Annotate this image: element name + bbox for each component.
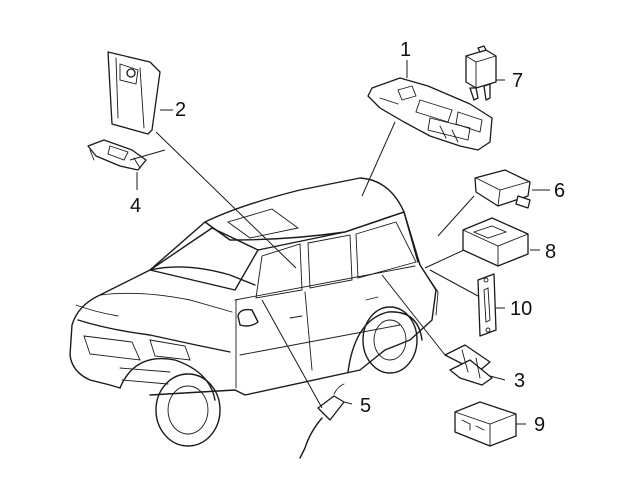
callout-6: 6 (554, 180, 565, 202)
part-5-antenna-cable (299, 383, 345, 459)
callout-10: 10 (510, 298, 532, 320)
part-8-control-unit (462, 217, 529, 267)
callout-3: 3 (514, 370, 525, 392)
callout-7: 7 (512, 70, 523, 92)
callout-labels: 1 2 3 4 5 6 7 8 9 10 (130, 39, 565, 436)
callout-4: 4 (130, 195, 141, 217)
callout-8: 8 (545, 241, 556, 263)
part-9-box-module (454, 401, 517, 447)
leader-lines (129, 60, 550, 425)
part-2-control-module (107, 51, 161, 135)
callout-1: 1 (400, 39, 411, 61)
part-4-small-bracket (87, 139, 147, 171)
part-3-mounting-bracket (444, 344, 493, 386)
callout-5: 5 (360, 395, 371, 417)
part-7-sensor-unit (465, 45, 497, 101)
callout-2: 2 (175, 99, 186, 121)
suv-vehicle-illustration (69, 177, 439, 447)
part-1-overhead-control-panel (367, 77, 493, 151)
part-10-strip-bracket (477, 273, 497, 337)
part-6-electronic-module (474, 169, 531, 209)
callout-9: 9 (534, 414, 545, 436)
